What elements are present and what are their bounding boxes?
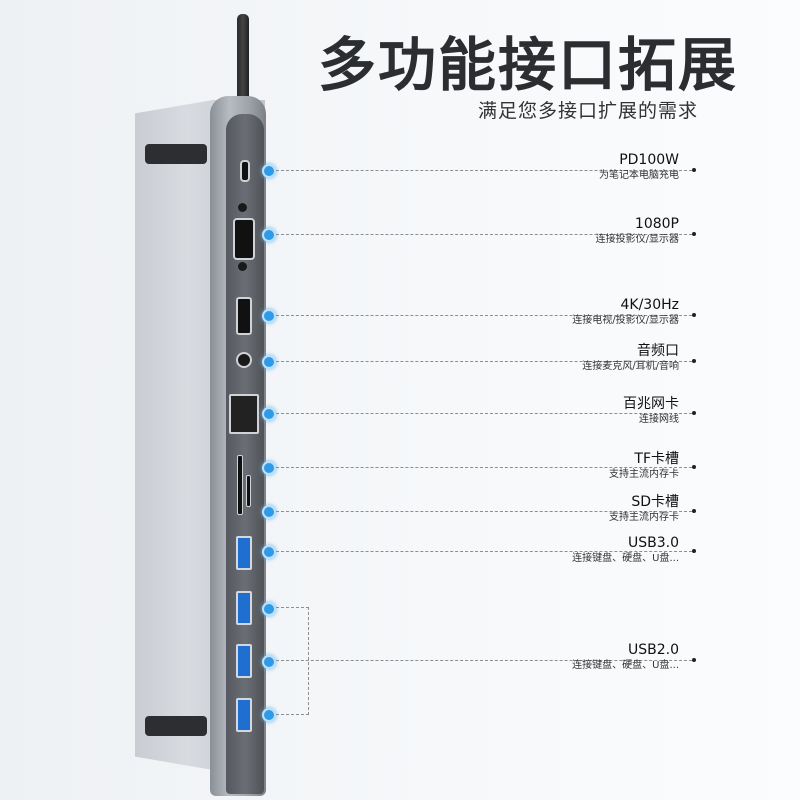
port-label-audio: 音频口 连接麦克风/耳机/音响 xyxy=(582,343,679,374)
port-label-main: USB3.0 xyxy=(627,535,679,551)
rubber-foot-bottom xyxy=(145,716,207,736)
port-label-main: PD100W xyxy=(619,152,679,168)
port-label-sub: 连接电视/投影仪/显示器 xyxy=(572,315,679,326)
callout-dot xyxy=(262,545,276,559)
vga-screw-bottom xyxy=(238,262,247,271)
usb2-port-2 xyxy=(236,644,252,678)
page-title: 多功能接口拓展 xyxy=(318,31,739,99)
hub-port-face xyxy=(226,114,264,794)
port-label-usb3: USB3.0 连接键盘、硬盘、U盘... xyxy=(572,535,679,566)
page-subtitle: 满足您多接口扩展的需求 xyxy=(478,100,699,122)
port-label-main: SD卡槽 xyxy=(631,494,679,510)
callout-end-dot xyxy=(692,465,696,469)
port-label-main: 4K/30Hz xyxy=(620,297,680,313)
ethernet-port xyxy=(229,394,259,434)
sd-card-slot xyxy=(246,475,251,507)
port-label-tf: TF卡槽 支持主流内存卡 xyxy=(609,451,679,482)
callout-leader xyxy=(276,234,692,235)
port-label-sub: 连接投影仪/显示器 xyxy=(595,234,679,245)
port-label-pd: PD100W 为笔记本电脑充电 xyxy=(599,152,679,183)
callout-leader xyxy=(276,170,692,171)
vga-screw-top xyxy=(238,203,247,212)
callout-dot xyxy=(262,407,276,421)
port-label-main: 音频口 xyxy=(637,343,679,359)
audio-jack xyxy=(236,352,252,368)
callout-leader xyxy=(276,511,692,512)
port-label-sub: 连接键盘、硬盘、U盘... xyxy=(572,553,679,564)
callout-end-dot xyxy=(692,232,696,236)
callout-end-dot xyxy=(692,411,696,415)
callout-leader xyxy=(276,315,692,316)
antenna xyxy=(237,14,249,110)
usb-c-port xyxy=(240,160,250,182)
port-label-sub: 连接网线 xyxy=(639,414,679,425)
port-label-hdmi: 4K/30Hz 连接电视/投影仪/显示器 xyxy=(572,297,679,328)
callout-dot xyxy=(262,708,276,722)
callout-leader xyxy=(276,660,692,661)
usb2-port-3 xyxy=(236,698,252,732)
callout-dot xyxy=(262,355,276,369)
port-label-sd: SD卡槽 支持主流内存卡 xyxy=(609,494,679,525)
callout-leader xyxy=(276,361,692,362)
port-label-sub: 支持主流内存卡 xyxy=(609,512,679,523)
callout-end-dot xyxy=(692,313,696,317)
port-label-vga: 1080P 连接投影仪/显示器 xyxy=(596,216,679,247)
hdmi-port xyxy=(236,297,252,335)
port-label-sub: 为笔记本电脑充电 xyxy=(599,170,679,181)
callout-dot xyxy=(262,164,276,178)
callout-leader xyxy=(276,551,692,552)
port-label-usb2: USB2.0 连接键盘、硬盘、U盘... xyxy=(572,642,679,673)
callout-end-dot xyxy=(692,658,696,662)
callout-leader xyxy=(276,467,692,468)
callout-dot xyxy=(262,602,276,616)
callout-dot xyxy=(262,461,276,475)
callout-leader xyxy=(276,413,692,414)
tf-card-slot xyxy=(237,455,243,515)
callout-end-dot xyxy=(692,509,696,513)
callout-end-dot xyxy=(692,168,696,172)
port-label-main: 百兆网卡 xyxy=(623,396,679,412)
rubber-foot-top xyxy=(145,144,207,164)
port-label-sub: 连接麦克风/耳机/音响 xyxy=(582,361,679,372)
port-label-main: 1080P xyxy=(634,216,679,232)
usb3-port xyxy=(236,536,252,570)
usb2-bracket xyxy=(276,607,309,715)
vga-port xyxy=(233,218,255,260)
callout-end-dot xyxy=(692,549,696,553)
callout-dot xyxy=(262,505,276,519)
callout-dot xyxy=(262,309,276,323)
port-label-ethernet: 百兆网卡 连接网线 xyxy=(623,396,679,427)
callout-end-dot xyxy=(692,359,696,363)
callout-dot xyxy=(262,228,276,242)
port-label-sub: 支持主流内存卡 xyxy=(609,469,679,480)
callout-dot xyxy=(262,655,276,669)
port-label-main: TF卡槽 xyxy=(634,451,679,467)
port-label-sub: 连接键盘、硬盘、U盘... xyxy=(572,660,679,671)
usb2-port-1 xyxy=(236,591,252,625)
port-label-main: USB2.0 xyxy=(627,642,679,658)
